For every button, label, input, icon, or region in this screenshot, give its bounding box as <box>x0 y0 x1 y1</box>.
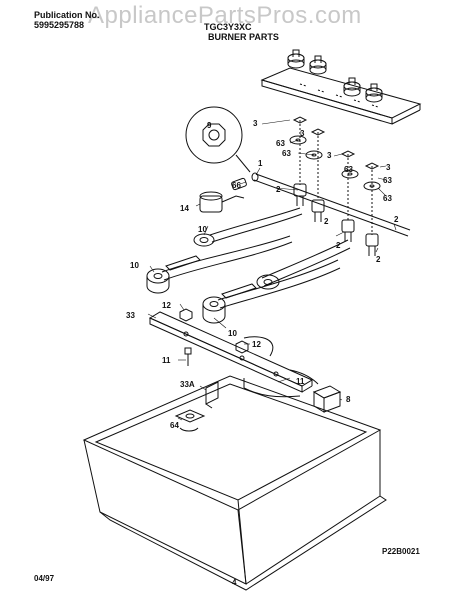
control-knob <box>365 83 383 103</box>
burner-support-bracket <box>148 311 314 393</box>
spark-igniters <box>179 308 249 354</box>
electrodes-wiring <box>184 336 319 398</box>
footer-date: 04/97 <box>34 574 55 583</box>
callout-10: 10 <box>130 261 139 270</box>
manifold-pipe <box>251 172 411 237</box>
callout-2: 2 <box>324 217 329 226</box>
callout-12: 12 <box>252 340 261 349</box>
control-knob <box>343 77 361 97</box>
callout-12: 12 <box>162 301 171 310</box>
burner-valves <box>293 183 379 256</box>
callout-3: 3 <box>300 129 305 138</box>
detail-circle <box>185 106 251 173</box>
publication-number: 5995295788 <box>34 20 85 30</box>
valve-clips <box>292 116 380 170</box>
callout-63: 63 <box>383 194 392 203</box>
callout-2: 2 <box>376 255 381 264</box>
callout-1: 1 <box>258 159 263 168</box>
bracket-33a <box>205 381 219 409</box>
callout-11: 11 <box>162 356 171 365</box>
pressure-regulator <box>199 177 247 213</box>
callout-3: 3 <box>327 151 332 160</box>
model-number: TGC3Y3XC <box>204 22 252 32</box>
callout-10: 10 <box>228 329 237 338</box>
callout-33: 33 <box>126 311 135 320</box>
callout-2: 2 <box>336 241 341 250</box>
callout-3: 3 <box>253 119 258 128</box>
callout-33a: 33A <box>180 380 195 389</box>
washers <box>289 135 381 191</box>
callout-63: 63 <box>344 165 353 174</box>
callout-14: 14 <box>180 204 189 213</box>
callout-3: 3 <box>386 163 391 172</box>
spark-module <box>312 385 342 413</box>
callout-2: 2 <box>394 215 399 224</box>
publication-label: Publication No. <box>34 10 100 20</box>
callout-leaders <box>147 119 397 421</box>
control-knob-group <box>287 49 383 103</box>
callout-64: 64 <box>170 421 179 430</box>
callout-8: 8 <box>346 395 351 404</box>
callout-63: 63 <box>276 139 285 148</box>
callout-63: 63 <box>282 149 291 158</box>
callout-11: 11 <box>296 377 305 386</box>
callout-2: 2 <box>276 185 281 194</box>
callout-10: 10 <box>198 225 207 234</box>
manifold-panel <box>260 67 422 125</box>
callout-9: 9 <box>207 121 212 130</box>
page-number: 4 <box>232 578 237 587</box>
burner-box <box>82 375 387 591</box>
control-knob <box>309 55 327 75</box>
section-title: BURNER PARTS <box>208 32 279 42</box>
burner-heads <box>146 233 280 324</box>
assembly-lines <box>299 120 373 235</box>
figure-code: P22B0021 <box>382 547 420 556</box>
callout-labels: 3 63 63 3 3 63 63 3 63 1 2 2 2 2 2 66 14… <box>126 119 399 430</box>
callout-66: 66 <box>232 181 241 190</box>
callout-63: 63 <box>383 176 392 185</box>
watermark: AppliancePartsPros.com <box>88 2 362 29</box>
control-knob <box>287 49 305 69</box>
